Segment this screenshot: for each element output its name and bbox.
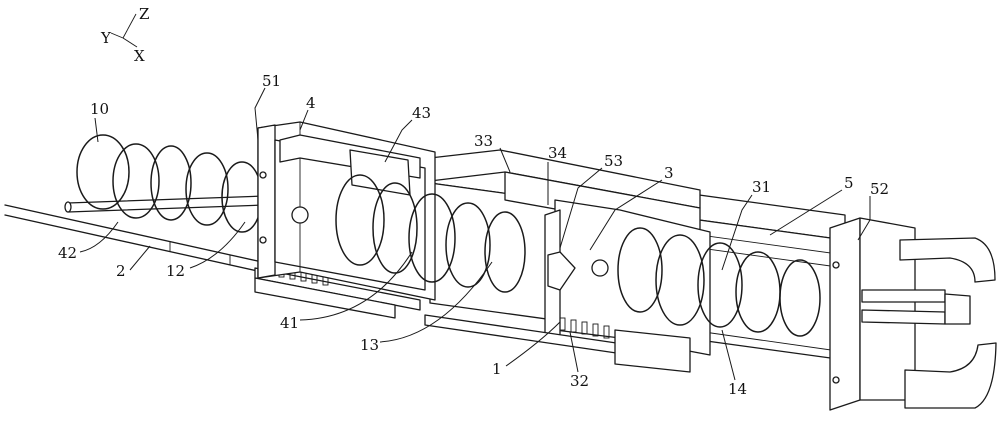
label-1: 1: [492, 360, 502, 378]
label-31: 31: [752, 178, 771, 196]
label-43: 43: [412, 104, 431, 122]
label-41: 41: [280, 314, 299, 332]
label-10: 10: [90, 100, 109, 118]
label-34: 34: [548, 144, 567, 162]
label-32: 32: [570, 372, 589, 390]
label-2: 2: [116, 262, 126, 280]
label-3: 3: [664, 164, 674, 182]
rod-2: [4, 204, 263, 273]
axis-x-label: X: [134, 47, 145, 65]
label-4: 4: [306, 94, 316, 112]
label-5: 5: [844, 174, 854, 192]
label-52: 52: [870, 180, 889, 198]
label-13: 13: [360, 336, 379, 354]
guide-shaft-42: [64, 195, 266, 213]
label-14: 14: [728, 380, 747, 398]
label-42: 42: [58, 244, 77, 262]
label-33: 33: [474, 132, 493, 150]
reference-numerals: 10 51 4 43 33 34 53 3 31 5 52 42 2 12 41…: [58, 72, 889, 398]
axis-z-label: Z: [139, 5, 149, 23]
spring-10: [76, 134, 263, 233]
rack-32: [424, 314, 691, 373]
axis-y-label: Y: [100, 29, 112, 47]
axis-indicator: Z Y X: [100, 5, 149, 65]
leader-lines: [79, 87, 871, 381]
spring-14: [617, 227, 821, 337]
label-51: 51: [262, 72, 281, 90]
label-12: 12: [166, 262, 185, 280]
spring-13: [335, 174, 526, 293]
end-cap-52: [829, 217, 997, 411]
label-53: 53: [604, 152, 623, 170]
